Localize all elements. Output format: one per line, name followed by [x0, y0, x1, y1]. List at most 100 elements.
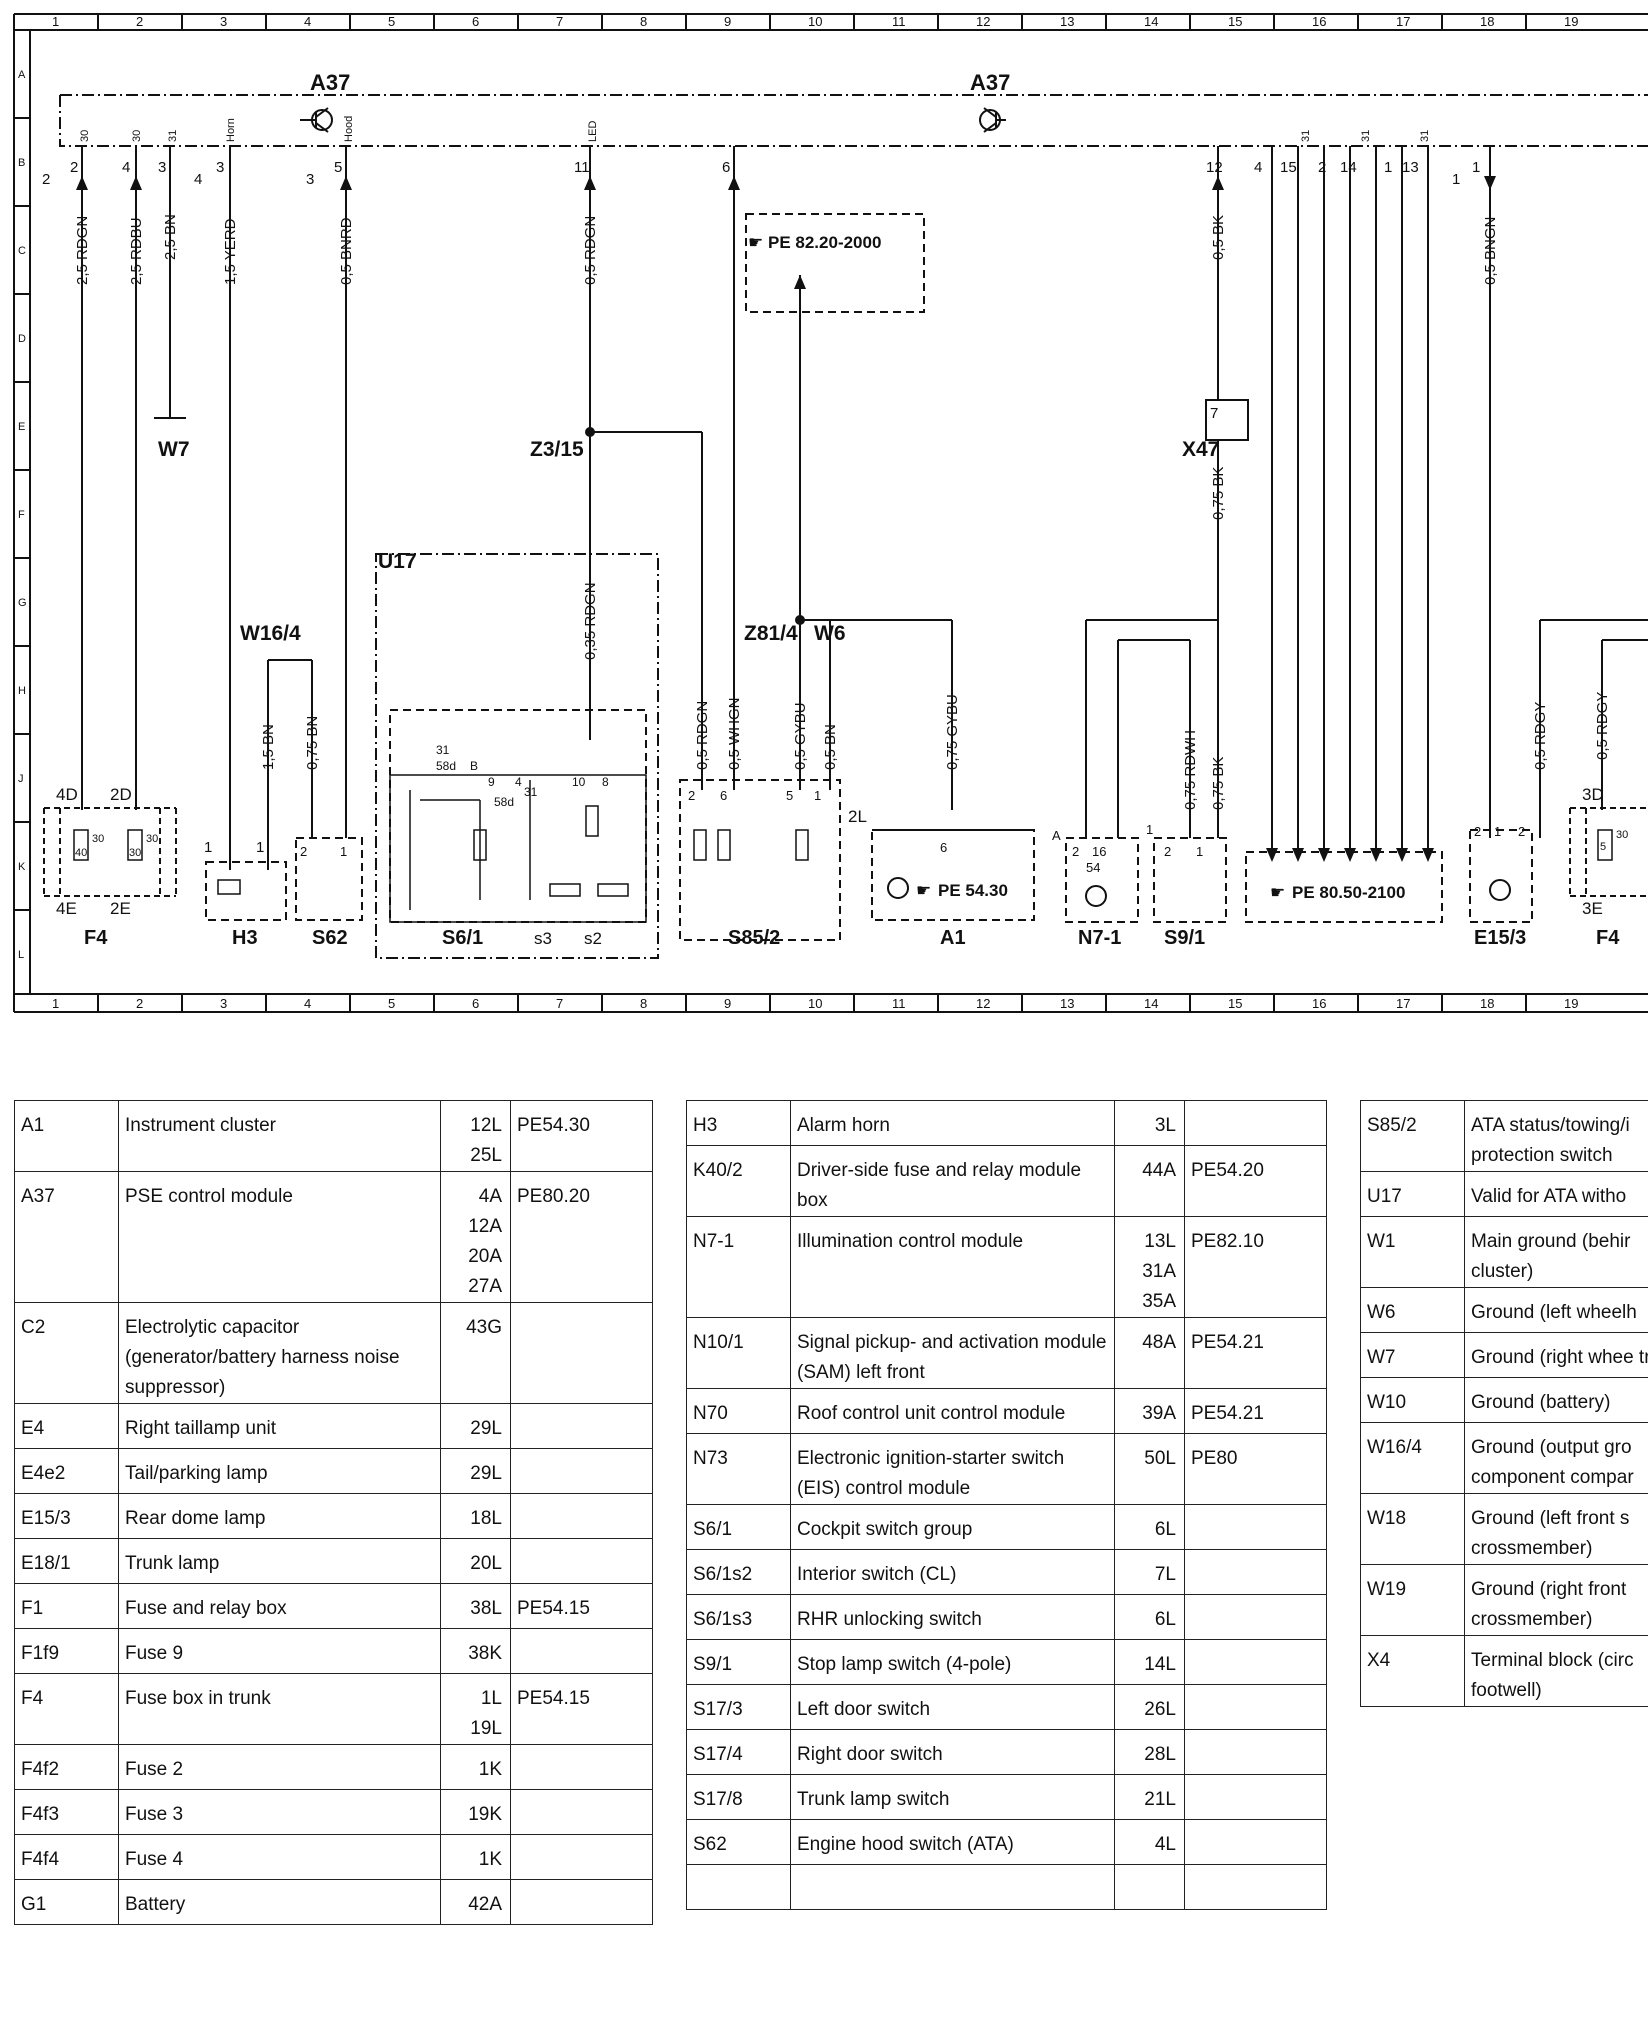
- legend-location: 1K: [440, 1744, 511, 1790]
- legend-description: Main ground (behir cluster): [1464, 1216, 1648, 1288]
- misc-label: 4: [515, 775, 522, 789]
- legend-reference: [510, 1302, 653, 1404]
- node-label-z81-4: Z81/4: [744, 622, 798, 645]
- misc-label: 10: [572, 775, 586, 789]
- pin-label: 31: [167, 130, 179, 142]
- misc-label: 2L: [848, 807, 867, 826]
- legend-description: ATA status/towing/i protection switch: [1464, 1100, 1648, 1172]
- legend-description: Fuse 2: [118, 1744, 441, 1790]
- grid-column-label: 9: [724, 14, 731, 29]
- terminal-number: 3: [158, 159, 166, 176]
- legend-reference: [1184, 1549, 1327, 1595]
- grid-column-label: 10: [808, 996, 822, 1011]
- terminal-number: 1: [1452, 171, 1460, 188]
- legend-location: 38L: [440, 1583, 511, 1629]
- grid-row-label: E: [18, 421, 25, 433]
- legend-reference: [510, 1834, 653, 1880]
- legend-reference: [1184, 1729, 1327, 1775]
- wire-label: 0,5 RDGN: [582, 216, 599, 285]
- legend-reference: [1184, 1684, 1327, 1730]
- legend-description: Fuse and relay box: [118, 1583, 441, 1629]
- node-label-w16-4: W16/4: [240, 622, 301, 645]
- grid-column-label: 11: [892, 14, 906, 29]
- component-label-s62: S62: [312, 927, 348, 949]
- legend-code: F1: [14, 1583, 119, 1629]
- legend-location-value: 13L: [1144, 1231, 1176, 1252]
- legend-description: Valid for ATA witho: [1464, 1171, 1648, 1217]
- legend-code: G1: [14, 1879, 119, 1925]
- grid-column-label: 3: [220, 996, 227, 1011]
- wire-label: 0,5 BNGN: [1482, 217, 1499, 285]
- component-label-n7-1: N7-1: [1078, 927, 1121, 949]
- legend-location: 44A: [1114, 1145, 1185, 1217]
- grid-column-label: 18: [1480, 14, 1494, 29]
- grid-column-label: 14: [1144, 14, 1158, 29]
- switch-label-s3: s3: [534, 929, 552, 948]
- legend-location-value: 7L: [1154, 1564, 1176, 1585]
- legend-location: 50L: [1114, 1433, 1185, 1505]
- legend-location: 39A: [1114, 1388, 1185, 1434]
- misc-label: 2: [300, 844, 307, 859]
- legend-reference: PE54.21: [1184, 1388, 1327, 1434]
- grid-column-label: 14: [1144, 996, 1158, 1011]
- legend-reference: [1184, 1504, 1327, 1550]
- legend-location-value: 19K: [468, 1804, 502, 1825]
- legend-location-value: 28L: [1144, 1744, 1176, 1765]
- legend-location-value: 29L: [470, 1418, 502, 1439]
- misc-label: 54: [1086, 860, 1100, 875]
- grid-column-label: 5: [388, 14, 395, 29]
- grid-column-label: 7: [556, 14, 563, 29]
- legend-location: 29L: [440, 1403, 511, 1449]
- misc-label: 8: [602, 775, 609, 789]
- legend-description: Trunk lamp: [118, 1538, 441, 1584]
- wire-label: 2,5 RDGN: [74, 216, 91, 285]
- misc-label: 2: [688, 788, 695, 803]
- grid-column-label: 16: [1312, 14, 1326, 29]
- legend-location: 21L: [1114, 1774, 1185, 1820]
- component-label-s6-1: S6/1: [442, 927, 483, 949]
- misc-label: 31: [524, 785, 538, 799]
- legend-code: W10: [1360, 1377, 1465, 1423]
- fuse-label: 30: [1616, 829, 1628, 841]
- legend-description: Right door switch: [790, 1729, 1115, 1775]
- legend-reference: PE54.30: [510, 1100, 653, 1172]
- misc-label: 1: [1494, 824, 1501, 839]
- terminal-number: 5: [334, 159, 342, 176]
- wire-label: 2,5 BN: [162, 214, 179, 260]
- legend-description: Fuse 9: [118, 1628, 441, 1674]
- fuse-label: 30: [129, 847, 141, 859]
- legend-description: RHR unlocking switch: [790, 1594, 1115, 1640]
- grid-column-label: 8: [640, 14, 647, 29]
- legend-code: W16/4: [1360, 1422, 1465, 1494]
- legend-reference: [1184, 1639, 1327, 1685]
- grid-column-label: 13: [1060, 14, 1074, 29]
- grid-column-label: 6: [472, 996, 479, 1011]
- legend-reference: PE54.15: [510, 1673, 653, 1745]
- terminal-number: 6: [722, 159, 730, 176]
- legend-location-value: 39A: [1142, 1403, 1176, 1424]
- legend-description: Terminal block (circ footwell): [1464, 1635, 1648, 1707]
- node-label-w6: W6: [814, 622, 846, 645]
- terminal-number: 3: [216, 159, 224, 176]
- legend-location: 3L: [1114, 1100, 1185, 1146]
- misc-label: 2: [1518, 824, 1525, 839]
- legend-reference: [510, 1538, 653, 1584]
- legend-description: Ground (right whee trunk): [1464, 1332, 1648, 1378]
- wire-label: 0,5 BNRD: [338, 217, 355, 285]
- pin-label: 31: [1360, 130, 1372, 142]
- legend-reference: [510, 1448, 653, 1494]
- wire-label: 0,75 BK: [1210, 757, 1227, 810]
- misc-label: A: [1052, 828, 1061, 843]
- grid-column-label: 2: [136, 14, 143, 29]
- grid-column-label: 3: [220, 14, 227, 29]
